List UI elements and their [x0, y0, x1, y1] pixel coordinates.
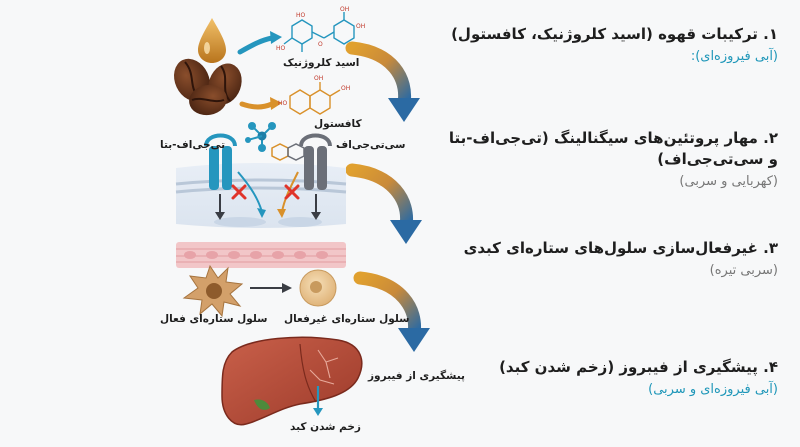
activation-arrow: [250, 283, 292, 293]
step-3-subtitle: (سربی تیره): [709, 263, 778, 278]
svg-text:OH: OH: [341, 85, 350, 92]
step-4: ۴. پیشگیری از فیبروز (زخم شدن کبد) (آبی …: [448, 357, 778, 399]
label-chlorogenic-acid: اسید کلروژنیک: [283, 57, 360, 69]
step-1: ۱. ترکیبات قهوه (اسید کلروژنیک، کافستول)…: [448, 24, 778, 66]
bean-to-molecule-arrows: [237, 31, 282, 110]
step-2-title: ۲. مهار پروتئین‌های سیگنالینگ (تی‌جی‌اف-…: [448, 129, 778, 168]
cafestol-atoms: OH HO OH: [278, 75, 350, 107]
svg-text:HO: HO: [276, 45, 286, 52]
svg-text:HO: HO: [278, 100, 288, 107]
step-1-title: ۱. ترکیبات قهوه (اسید کلروژنیک، کافستول): [451, 25, 778, 43]
chlorogenic-acid-molecule: [283, 12, 355, 52]
inactive-cell-icon: [299, 269, 337, 307]
label-fibrosis-prevention: پیشگیری از فیبروز: [368, 370, 465, 382]
signal-arrows: [215, 171, 321, 220]
svg-text:HO: HO: [296, 12, 306, 19]
receptor-icon: [204, 133, 332, 190]
block-x-icon: [231, 184, 300, 200]
step-2-subtitle: (کهربایی و سربی): [679, 174, 778, 189]
step-3-title: ۳. غیرفعال‌سازی سلول‌های ستاره‌ای کبدی: [463, 239, 778, 257]
scarring-arrow: [313, 386, 323, 416]
step-4-title: ۴. پیشگیری از فیبروز (زخم شدن کبد): [499, 358, 778, 376]
cafestol-molecule: [289, 82, 341, 115]
liver-icon: [221, 336, 363, 426]
svg-text:O: O: [318, 41, 323, 48]
svg-text:OH: OH: [340, 6, 349, 13]
label-active-cell: سلول ستاره‌ای فعال: [160, 313, 268, 325]
label-tgf-beta: تی‌جی‌اف-بتا: [160, 139, 226, 151]
chlorogenic-acid-atoms: OH OH HO HO O: [276, 6, 365, 52]
label-liver-scarring: زخم شدن کبد: [290, 421, 361, 433]
step-1-subtitle: (آبی فیروزه‌ای):: [690, 49, 778, 64]
flow-arrow-1: [345, 41, 420, 122]
label-inactive-cell: سلول ستاره‌ای غیرفعال: [284, 313, 410, 325]
coffee-beans-icon: [174, 58, 242, 116]
molecule-icon: [245, 122, 305, 161]
step-3: ۳. غیرفعال‌سازی سلول‌های ستاره‌ای کبدی (…: [448, 238, 778, 280]
step-4-subtitle: (آبی فیروزه‌ای و سربی): [648, 382, 778, 397]
tissue-strip: [176, 242, 346, 268]
step-2: ۲. مهار پروتئین‌های سیگنالینگ (تی‌جی‌اف-…: [448, 128, 778, 191]
label-ctgf: سی‌تی‌جی‌اف: [336, 139, 406, 151]
label-cafestol: کافستول: [314, 118, 362, 130]
svg-text:OH: OH: [314, 75, 323, 82]
flow-arrow-2: [345, 163, 422, 244]
flow-arrow-3: [353, 271, 430, 352]
svg-text:OH: OH: [356, 23, 365, 30]
stellate-cell-icon: [182, 264, 244, 318]
oil-drop-icon: [198, 18, 226, 63]
